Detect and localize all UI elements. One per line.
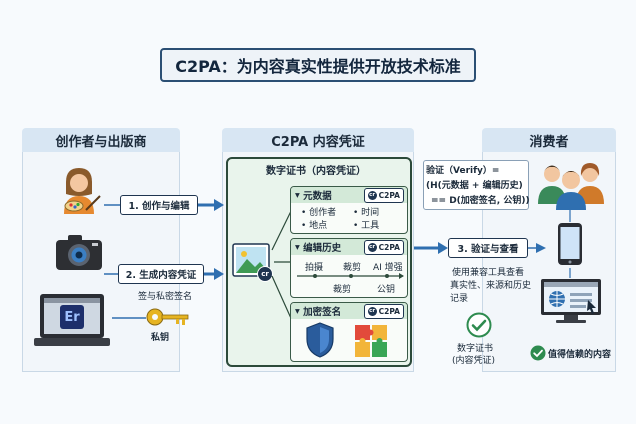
content-credential-mark: cr (257, 266, 273, 282)
trusted-check-icon (530, 345, 546, 361)
verify-line1: 验证（Verify）= (426, 166, 500, 176)
sign-note: 签与私密签名 (138, 292, 193, 302)
step3-verify-view: 3. 验证与查看 (448, 238, 528, 258)
history-label-public-key: 公钥 (377, 285, 396, 295)
consumer-desc-line1: 使用兼容工具查看 (452, 268, 525, 278)
consumers-group-icon (538, 163, 604, 210)
small-cert-line1: 数字证书 (457, 344, 494, 354)
history-timeline (297, 273, 404, 279)
verify-line3: == D(加密签名, 公钥)) (431, 196, 530, 206)
step1-create-edit: 1. 创作与编辑 (120, 195, 198, 215)
signature-caret-icon: ▾ (295, 305, 304, 317)
app-logo: Er (60, 305, 84, 329)
verify-formula-box (423, 160, 529, 210)
shield-icon (306, 322, 334, 358)
puzzle-icon (355, 325, 387, 357)
consumer-desc-line3: 记录 (450, 294, 469, 304)
consumer-desc-line2: 真实性、来源和历史 (450, 281, 532, 291)
browser-monitor-icon (541, 279, 601, 323)
diagram-title: C2PA：为内容真实性提供开放技术标准 (160, 48, 476, 82)
camera-icon (56, 235, 102, 270)
verify-line2: (H(元数据 + 编辑历史) (426, 181, 523, 191)
right-column-heading: 消费者 (482, 128, 616, 152)
metadata-badge-label: C2PA (378, 191, 400, 200)
history-label-capture: 拍摄 (305, 263, 324, 273)
signature-badge-label: C2PA (378, 307, 400, 316)
metadata-title: 元数据 (303, 191, 332, 202)
history-label-crop: 裁剪 (343, 263, 362, 273)
metadata-caret-icon: ▾ (295, 189, 304, 201)
history-cr-mark: cr (367, 243, 377, 252)
private-key-icon (146, 308, 189, 326)
meta-item-location: • 地点 (301, 221, 328, 231)
history-caret-icon: ▾ (295, 241, 304, 253)
history-label-ai-enhance: AI 增强 (373, 263, 403, 273)
meta-item-tool: • 工具 (353, 221, 380, 231)
certificate-title: 数字证书（内容凭证） (266, 166, 366, 177)
meta-item-creator: • 创作者 (301, 208, 337, 218)
step2-generate-credential: 2. 生成内容凭证 (118, 264, 204, 284)
key-label: 私钥 (151, 333, 170, 343)
center-column-heading: C2PA 内容凭证 (222, 128, 414, 152)
metadata-cr-mark: cr (367, 191, 377, 200)
meta-item-time: • 时间 (353, 208, 380, 218)
left-column-heading: 创作者与出版商 (22, 128, 180, 152)
trusted-content-label: 值得信赖的内容 (548, 350, 612, 360)
small-cert-line2: (内容凭证) (452, 356, 496, 366)
creator-artist-icon (64, 168, 101, 214)
signature-cr-mark: cr (367, 307, 377, 316)
history-title: 编辑历史 (303, 243, 342, 254)
history-badge-label: C2PA (378, 243, 400, 252)
verified-check-icon (466, 312, 492, 338)
smartphone-icon (558, 223, 582, 265)
history-label-crop-2: 裁剪 (333, 285, 352, 295)
signature-title: 加密签名 (303, 307, 342, 318)
